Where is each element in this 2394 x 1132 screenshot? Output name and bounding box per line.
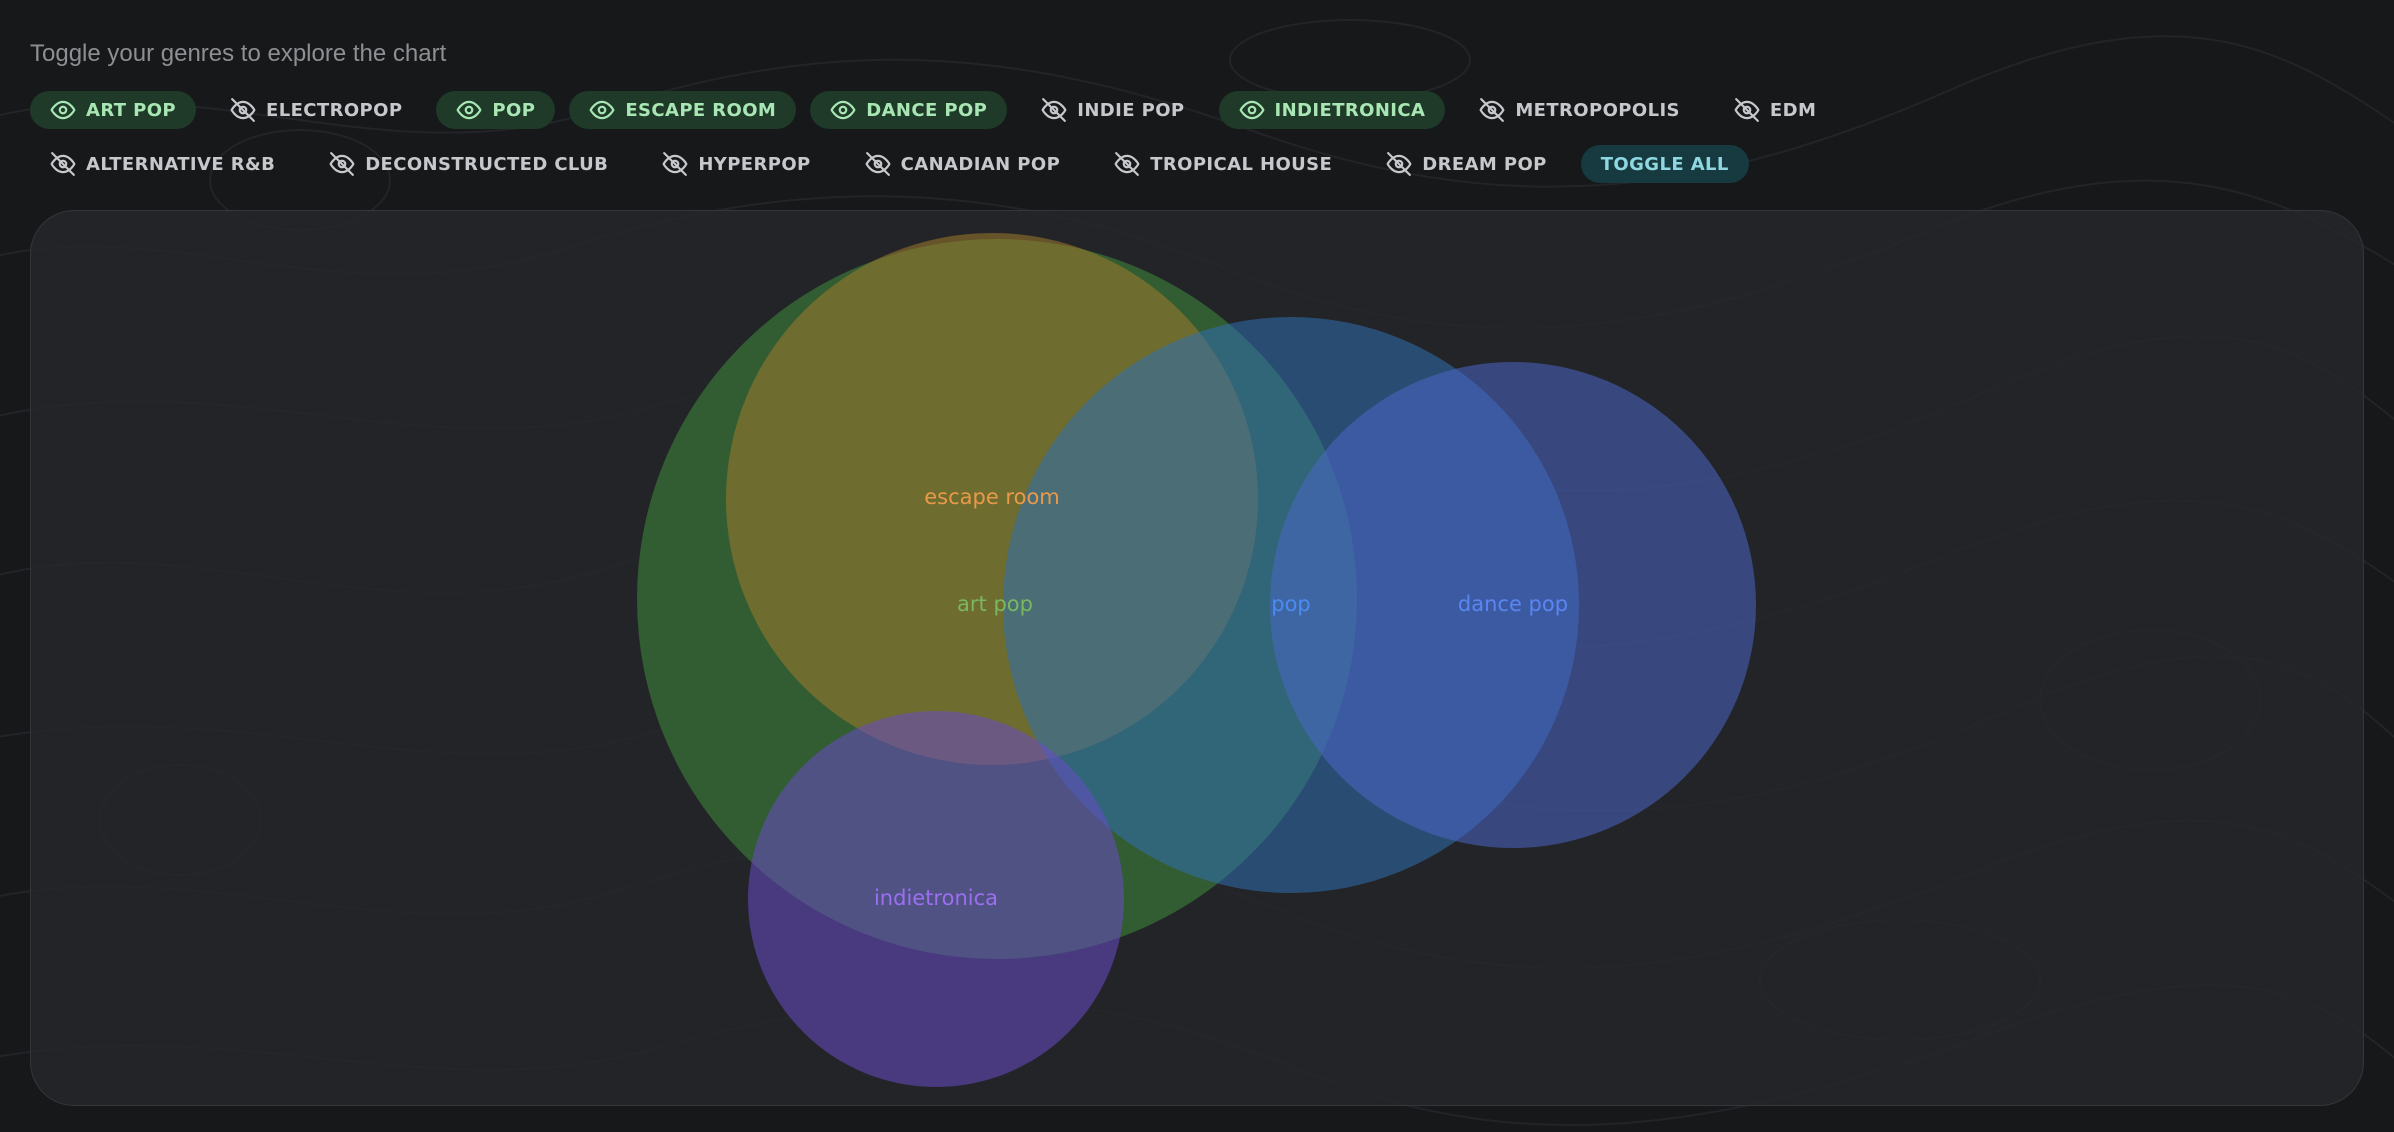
genre-chip-label: DANCE POP: [866, 99, 988, 121]
genre-chip-row-1: ART POP ELECTROPOP POP ESCAPE ROOM DANCE…: [30, 91, 1850, 129]
genre-chip[interactable]: INDIE POP: [1021, 91, 1204, 129]
genre-chip[interactable]: POP: [436, 91, 556, 129]
genre-chip-label: ALTERNATIVE R&B: [86, 153, 276, 175]
eye-off-icon: [329, 151, 355, 177]
genre-chip-label: DREAM POP: [1422, 153, 1547, 175]
genre-chip[interactable]: ART POP: [30, 91, 197, 129]
venn-label-dance-pop: dance pop: [1458, 592, 1568, 616]
eye-off-icon: [230, 97, 256, 123]
eye-icon: [830, 97, 856, 123]
eye-icon: [456, 97, 482, 123]
genre-chip[interactable]: DANCE POP: [810, 91, 1008, 129]
genre-chip[interactable]: ELECTROPOP: [210, 91, 422, 129]
eye-off-icon: [1041, 97, 1067, 123]
prompt-text: Toggle your genres to explore the chart: [30, 40, 447, 67]
eye-off-icon: [50, 151, 76, 177]
eye-icon: [50, 97, 76, 123]
genre-chip[interactable]: CANADIAN POP: [845, 145, 1081, 183]
genre-chip-label: HYPERPOP: [698, 153, 811, 175]
eye-icon: [589, 97, 615, 123]
genre-chip[interactable]: METROPOPOLIS: [1459, 91, 1700, 129]
genre-chip-label: INDIETRONICA: [1274, 99, 1426, 121]
genre-chip[interactable]: DREAM POP: [1366, 145, 1567, 183]
genre-chip-label: POP: [492, 99, 536, 121]
eye-off-icon: [865, 151, 891, 177]
toggle-all-button[interactable]: TOGGLE ALL: [1580, 145, 1749, 183]
venn-label-indietronica: indietronica: [874, 886, 998, 910]
genre-chip[interactable]: TROPICAL HOUSE: [1094, 145, 1352, 183]
genre-chip[interactable]: DECONSTRUCTED CLUB: [309, 145, 628, 183]
eye-off-icon: [1734, 97, 1760, 123]
venn-label-pop: pop: [1271, 592, 1311, 616]
eye-off-icon: [1386, 151, 1412, 177]
genre-chip[interactable]: HYPERPOP: [642, 145, 830, 183]
venn-circle-dance-pop[interactable]: [1270, 362, 1756, 848]
venn-label-escape-room: escape room: [924, 485, 1060, 509]
eye-icon: [1239, 97, 1265, 123]
venn-chart: art pop escape room pop dance pop indietroni…: [637, 233, 1756, 1087]
genre-chip[interactable]: ESCAPE ROOM: [569, 91, 797, 129]
toggle-all-label: TOGGLE ALL: [1600, 153, 1729, 175]
genre-chip-label: DECONSTRUCTED CLUB: [365, 153, 609, 175]
eye-off-icon: [662, 151, 688, 177]
genre-chip-label: TROPICAL HOUSE: [1150, 153, 1333, 175]
venn-circle-indietronica[interactable]: [748, 711, 1124, 1087]
eye-off-icon: [1479, 97, 1505, 123]
genre-chip-label: ELECTROPOP: [266, 99, 403, 121]
genre-chip-label: ESCAPE ROOM: [625, 99, 777, 121]
genre-chip[interactable]: INDIETRONICA: [1218, 91, 1446, 129]
venn-label-art-pop: art pop: [957, 592, 1033, 616]
genre-chip-label: ART POP: [86, 99, 177, 121]
genre-chip[interactable]: EDM: [1714, 91, 1836, 129]
genre-chip-label: METROPOPOLIS: [1515, 99, 1680, 121]
genre-chip-label: EDM: [1769, 99, 1817, 121]
genre-chip-row-2: ALTERNATIVE R&B DECONSTRUCTED CLUB HYPER…: [30, 145, 1763, 183]
genre-chip[interactable]: ALTERNATIVE R&B: [30, 145, 295, 183]
genre-chip-label: INDIE POP: [1077, 99, 1185, 121]
eye-off-icon: [1114, 151, 1140, 177]
genre-chip-label: CANADIAN POP: [900, 153, 1061, 175]
